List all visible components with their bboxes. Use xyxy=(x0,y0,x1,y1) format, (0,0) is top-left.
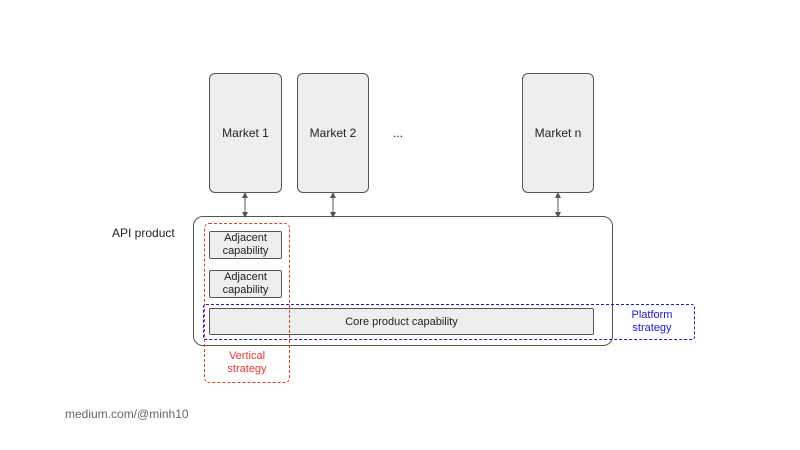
vertical-strategy-box xyxy=(204,223,290,383)
core-product-capability: Core product capability xyxy=(209,308,594,335)
market-2-box: Market 2 xyxy=(297,73,369,193)
adjacent-capability-2: Adjacent capability xyxy=(209,270,282,298)
market-ellipsis: ... xyxy=(393,126,404,140)
api-product-label: API product xyxy=(112,226,175,240)
market-1-label: Market 1 xyxy=(222,126,269,140)
market-n-box: Market n xyxy=(522,73,594,193)
platform-strategy-box xyxy=(203,304,695,340)
market-1-box: Market 1 xyxy=(209,73,282,193)
market-2-label: Market 2 xyxy=(309,126,357,140)
vertical-strategy-label: Vertical strategy xyxy=(227,350,267,375)
attribution-text: medium.com/@minh10 xyxy=(65,407,189,421)
market-n-label: Market n xyxy=(534,126,582,140)
platform-strategy-label: Platform strategy xyxy=(631,309,673,334)
adjacent-capability-1: Adjacent capability xyxy=(209,231,282,259)
api-product-box xyxy=(193,216,613,346)
